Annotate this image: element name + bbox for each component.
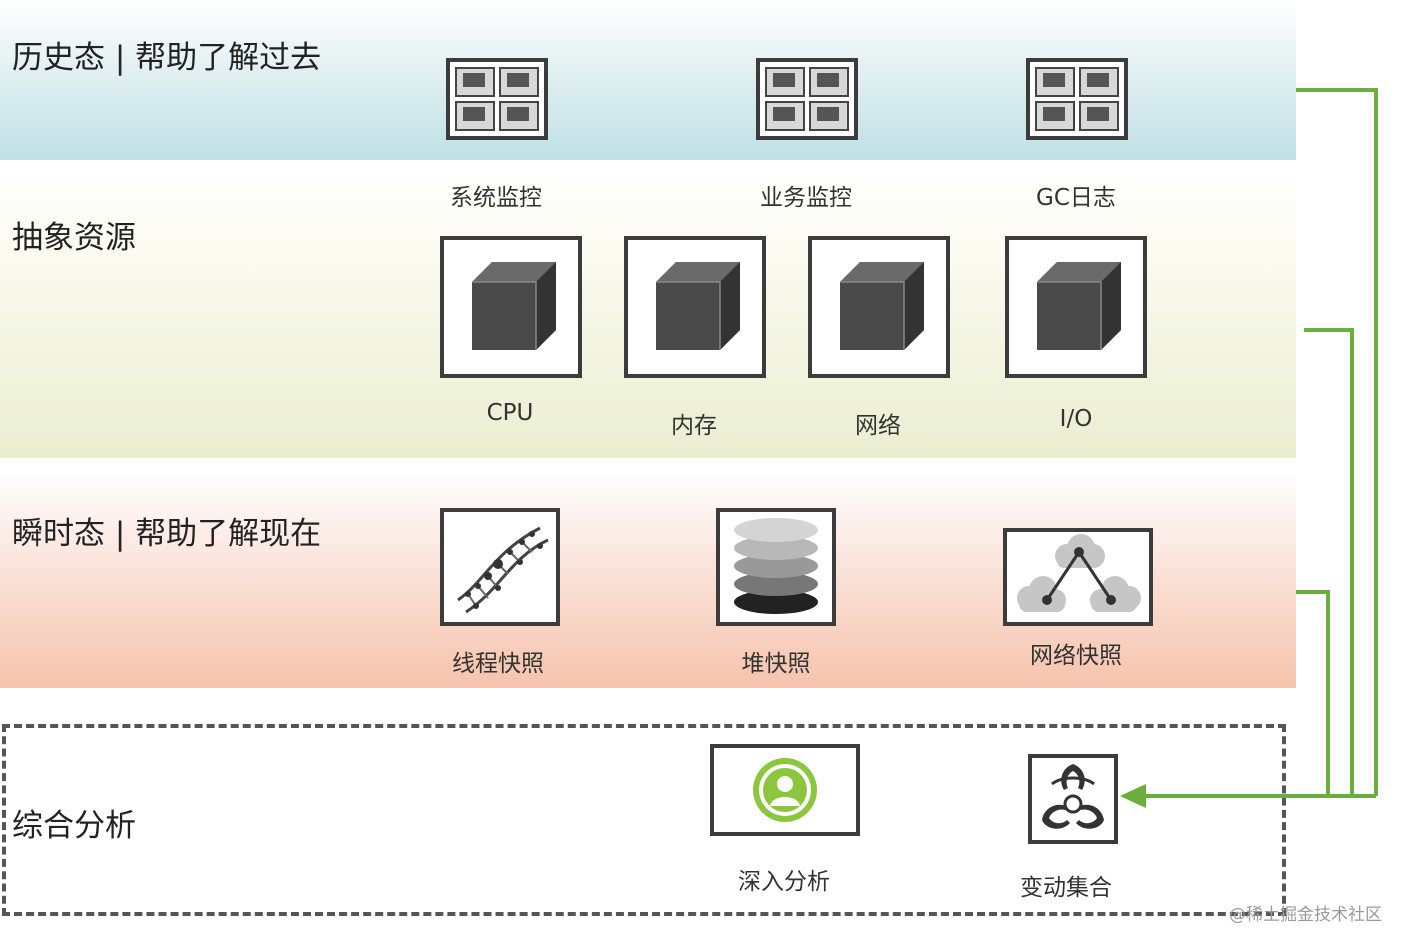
cpu-label: CPU (486, 400, 534, 426)
business-monitor-node (756, 58, 858, 140)
resources-title: 抽象资源 (12, 220, 136, 256)
cube-icon (472, 262, 556, 350)
heap-snapshot-label: 堆快照 (741, 651, 811, 677)
biohazard-icon (1042, 764, 1104, 829)
instant-connector (1296, 590, 1330, 796)
change-set-node (1028, 754, 1118, 844)
grid-monitor-icon (455, 67, 539, 131)
history-title: 历史态 | 帮助了解过去 (12, 40, 322, 76)
system-monitor-label: 系统监控 (450, 185, 542, 211)
analysis-title: 综合分析 (12, 808, 136, 844)
network-snapshot-label: 网络快照 (1030, 643, 1122, 669)
heap-snapshot-node (716, 508, 836, 626)
watermark: @稀土掘金技术社区 (1229, 905, 1382, 925)
cube-icon (656, 262, 740, 350)
gc-log-label: GC日志 (1036, 185, 1116, 211)
change-set-label: 变动集合 (1020, 875, 1112, 901)
gc-log-node (1026, 58, 1128, 140)
history-connector (1296, 88, 1378, 796)
analysis-band (2, 724, 1286, 916)
dna-icon (457, 526, 549, 614)
disk-stack-icon (734, 518, 818, 614)
deep-analysis-node (710, 744, 860, 836)
grid-monitor-icon (765, 67, 849, 131)
instant-title: 瞬时态 | 帮助了解现在 (12, 516, 322, 552)
thread-snapshot-node (440, 508, 560, 626)
cube-icon (840, 262, 924, 350)
cpu-node (440, 236, 582, 378)
thread-snapshot-label: 线程快照 (452, 651, 544, 677)
system-monitor-node (446, 58, 548, 140)
user-circle-icon (753, 758, 817, 822)
network-snapshot-node (1003, 528, 1153, 626)
network-label: 网络 (855, 413, 901, 439)
business-monitor-label: 业务监控 (760, 185, 852, 211)
cube-icon (1037, 262, 1121, 350)
deep-analysis-label: 深入分析 (738, 869, 830, 895)
io-label: I/O (1059, 406, 1093, 432)
memory-label: 内存 (671, 413, 717, 439)
io-node (1005, 236, 1147, 378)
grid-monitor-icon (1035, 67, 1119, 131)
cloud-network-icon (1017, 534, 1141, 612)
network-node (808, 236, 950, 378)
resources-connector (1304, 328, 1354, 796)
memory-node (624, 236, 766, 378)
